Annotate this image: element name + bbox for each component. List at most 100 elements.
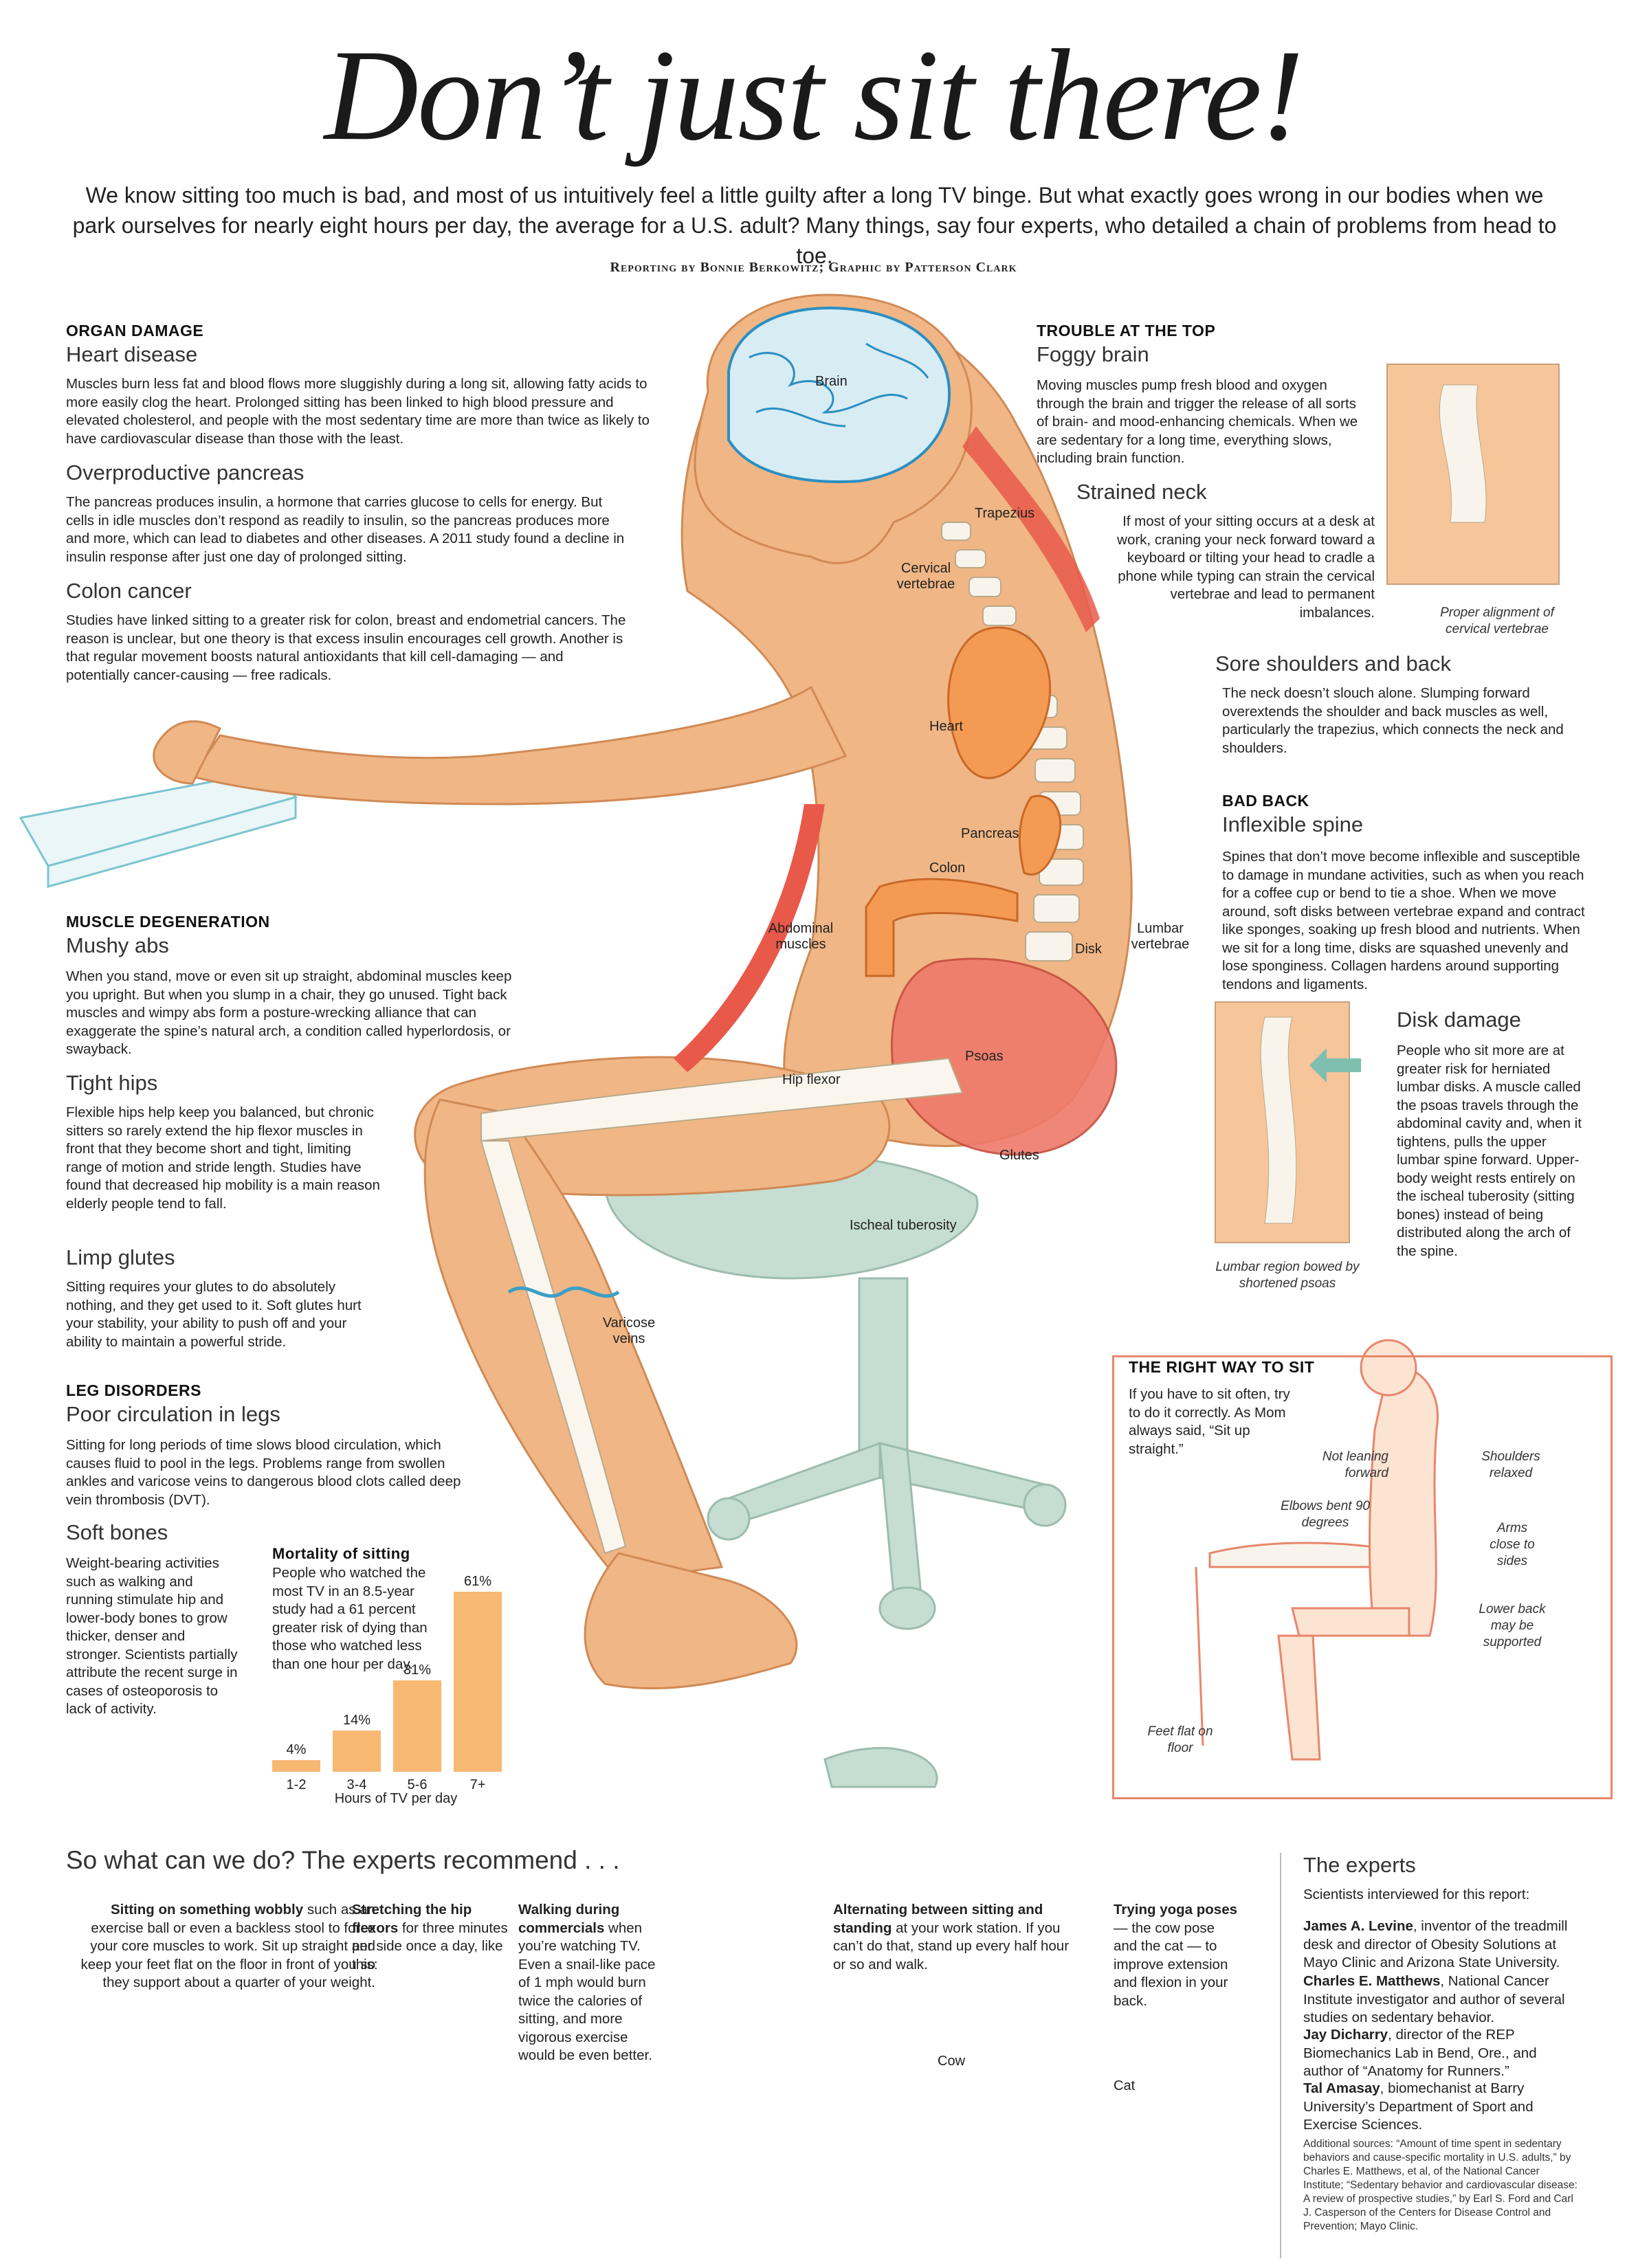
label-hip-flexor: Hip flexor [782, 1072, 841, 1087]
label-heart: Heart [929, 719, 963, 734]
lumbar-inset-caption: Lumbar region bowed by shortened psoas [1215, 1260, 1360, 1291]
label-psoas: Psoas [965, 1049, 1004, 1064]
label-glutes: Glutes [999, 1148, 1039, 1163]
mortality-bar-category-7+: 7+ [469, 1777, 486, 1792]
tip-yoga-bold: Trying yoga poses [1114, 1902, 1237, 1917]
tip-alternating: Alternating between sitting and standing… [833, 1901, 1074, 1974]
tip-yoga-text: — the cow pose and the cat — to improve … [1114, 1920, 1228, 2009]
tip-wobbly-bold: Sitting on something wobbly [111, 1902, 304, 1917]
expert-levine: James A. Levine, inventor of the treadmi… [1303, 1917, 1578, 1972]
trapezius-illustration [962, 426, 1100, 632]
mortality-bar-chart: 4% 1-2 14% 3-4 31% 5-6 61% 7+ [272, 1559, 520, 1792]
leg-disorders-heading: LEG DISORDERS [66, 1381, 201, 1399]
colon-illustration [865, 878, 1019, 977]
tip-yoga: Trying yoga poses — the cow pose and the… [1114, 1901, 1237, 2010]
mortality-bar-value-7+: 61% [463, 1574, 492, 1589]
mortality-text: People who watched the most TV in an 8.5… [272, 1565, 428, 1672]
sitting-figure-illustration [19, 293, 1560, 1788]
mortality-bar-value-1-2: 4% [286, 1742, 307, 1757]
label-lumbar: Lumbar vertebrae [1131, 921, 1190, 952]
expert-matthews-desc: , National Cancer Institute investigator… [1303, 1973, 1565, 2025]
label-shoulders-relaxed: Shoulders relaxed [1481, 1449, 1540, 1480]
mortality-bar-category-3-4: 3-4 [346, 1777, 367, 1792]
label-varicose: Varicose veins [602, 1315, 656, 1346]
page-title: Don’t just sit there! [324, 23, 1304, 168]
tip-walking-bold: Walking during commercials [518, 1902, 620, 1936]
mortality-bar-5-6 [393, 1680, 441, 1772]
circulation-title: Poor circulation in legs [66, 1402, 280, 1426]
label-elbows: Elbows bent 90 degrees [1281, 1499, 1370, 1530]
expert-amasay: Tal Amasay, biomechanist at Barry Univer… [1303, 2080, 1578, 2135]
tip-alternating-bold: Alternating between sitting and standing [833, 1902, 1043, 1936]
byline: Reporting by Bonnie Berkowitz; Graphic b… [610, 260, 1017, 275]
label-abdominal: Abdominal muscles [768, 921, 834, 952]
intro-text: We know sitting too much is bad, and mos… [72, 183, 1557, 268]
expert-levine-name: James A. Levine [1303, 1918, 1413, 1934]
expert-amasay-name: Tal Amasay [1303, 2080, 1380, 2096]
soft-bones-title: Soft bones [66, 1520, 168, 1544]
mortality-bar-value-3-4: 14% [342, 1713, 371, 1728]
label-pancreas: Pancreas [961, 826, 1019, 841]
varicose-veins-illustration [507, 1286, 620, 1298]
colon-cancer-text: Studies have linked sitting to a greater… [66, 612, 626, 683]
pancreas-title: Overproductive pancreas [66, 460, 305, 485]
tip-walking: Walking during commercials when you’re w… [518, 1901, 656, 2065]
expert-dicharry: Jay Dicharry, director of the REP Biomec… [1303, 2026, 1578, 2081]
label-trapezius: Trapezius [975, 506, 1035, 521]
label-feet: Feet flat on floor [1147, 1724, 1213, 1755]
disk-damage-text: People who sit more are at greater risk … [1397, 1043, 1582, 1259]
muscle-degeneration-heading: MUSCLE DEGENERATION [66, 913, 270, 931]
label-cervical: Cervical vertebrae [896, 561, 955, 592]
right-way-figure-illustration [1195, 1339, 1439, 1761]
inflexible-spine-text: Spines that don’t move become inflexible… [1222, 849, 1585, 992]
expert-levine-desc: , inventor of the treadmill desk and dir… [1303, 1918, 1568, 1970]
limp-glutes-text: Sitting requires your glutes to do absol… [66, 1279, 362, 1350]
glutes-illustration [891, 957, 1118, 1156]
tip-alternating-text: at your work station. If you can’t do th… [833, 1920, 1070, 1972]
organ-damage-heading: ORGAN DAMAGE [66, 322, 204, 340]
label-ischeal: Ischeal tuberosity [850, 1218, 957, 1233]
tight-hips-title: Tight hips [66, 1071, 158, 1095]
circulation-text: Sitting for long periods of time slows b… [66, 1437, 461, 1508]
tip-walking-text: when you’re watching TV. Even a snail-li… [518, 1920, 656, 2064]
limp-glutes-title: Limp glutes [66, 1245, 175, 1269]
tip-hip-text: for three minutes per side once a day, l… [352, 1920, 508, 1972]
label-disk: Disk [1075, 942, 1102, 957]
experts-heading: The experts [1303, 1853, 1416, 1877]
right-way-text: If you have to sit often, try to do it c… [1129, 1386, 1290, 1457]
shoulders-title: Sore shoulders and back [1215, 652, 1451, 676]
mortality-bar-7+ [454, 1592, 502, 1772]
inflexible-spine-title: Inflexible spine [1222, 812, 1364, 836]
mortality-bar-category-5-6: 5-6 [407, 1777, 428, 1792]
right-way-heading: THE RIGHT WAY TO SIT [1129, 1358, 1315, 1376]
tight-hips-text: Flexible hips help keep you balanced, bu… [66, 1104, 380, 1212]
mortality-bar-value-5-6: 31% [403, 1663, 432, 1678]
label-colon: Colon [929, 860, 966, 876]
keyboard-illustration [19, 768, 298, 888]
foggy-brain-title: Foggy brain [1037, 342, 1149, 366]
mortality-xlabel: Hours of TV per day [334, 1791, 458, 1806]
trouble-top-heading: TROUBLE AT THE TOP [1037, 322, 1216, 340]
heart-disease-text: Muscles burn less fat and blood flows mo… [66, 376, 650, 447]
right-way-frame [1112, 1355, 1613, 1799]
expert-amasay-desc: , biomechanist at Barry University’s Dep… [1303, 2080, 1534, 2133]
colon-cancer-title: Colon cancer [66, 579, 192, 603]
foggy-brain-text: Moving muscles pump fresh blood and oxyg… [1037, 377, 1358, 466]
heart-disease-title: Heart disease [66, 342, 198, 366]
mortality-bar-category-1-2: 1-2 [286, 1777, 307, 1792]
disk-damage-title: Disk damage [1397, 1008, 1521, 1032]
soft-bones-text: Weight-bearing activities such as walkin… [66, 1555, 238, 1717]
label-brain: Brain [815, 374, 848, 389]
hip-flexor-illustration [674, 804, 825, 1072]
label-lower-back: Lower back may be supported [1479, 1602, 1546, 1649]
experts-sources: Additional sources: “Amount of time spen… [1303, 2138, 1578, 2232]
strained-neck-title: Strained neck [1076, 480, 1207, 504]
heart-illustration [947, 626, 1052, 779]
neck-inset-caption: Proper alignment of cervical vertebrae [1440, 605, 1554, 636]
mortality-bar-3-4 [333, 1731, 381, 1772]
label-arms: Arms close to sides [1490, 1521, 1535, 1568]
tip-hip-bold: Stretching the hip flexors [352, 1902, 472, 1936]
mushy-abs-title: Mushy abs [66, 933, 169, 957]
pancreas-illustration [1019, 794, 1062, 876]
strained-neck-text: If most of your sitting occurs at a desk… [1117, 513, 1375, 621]
